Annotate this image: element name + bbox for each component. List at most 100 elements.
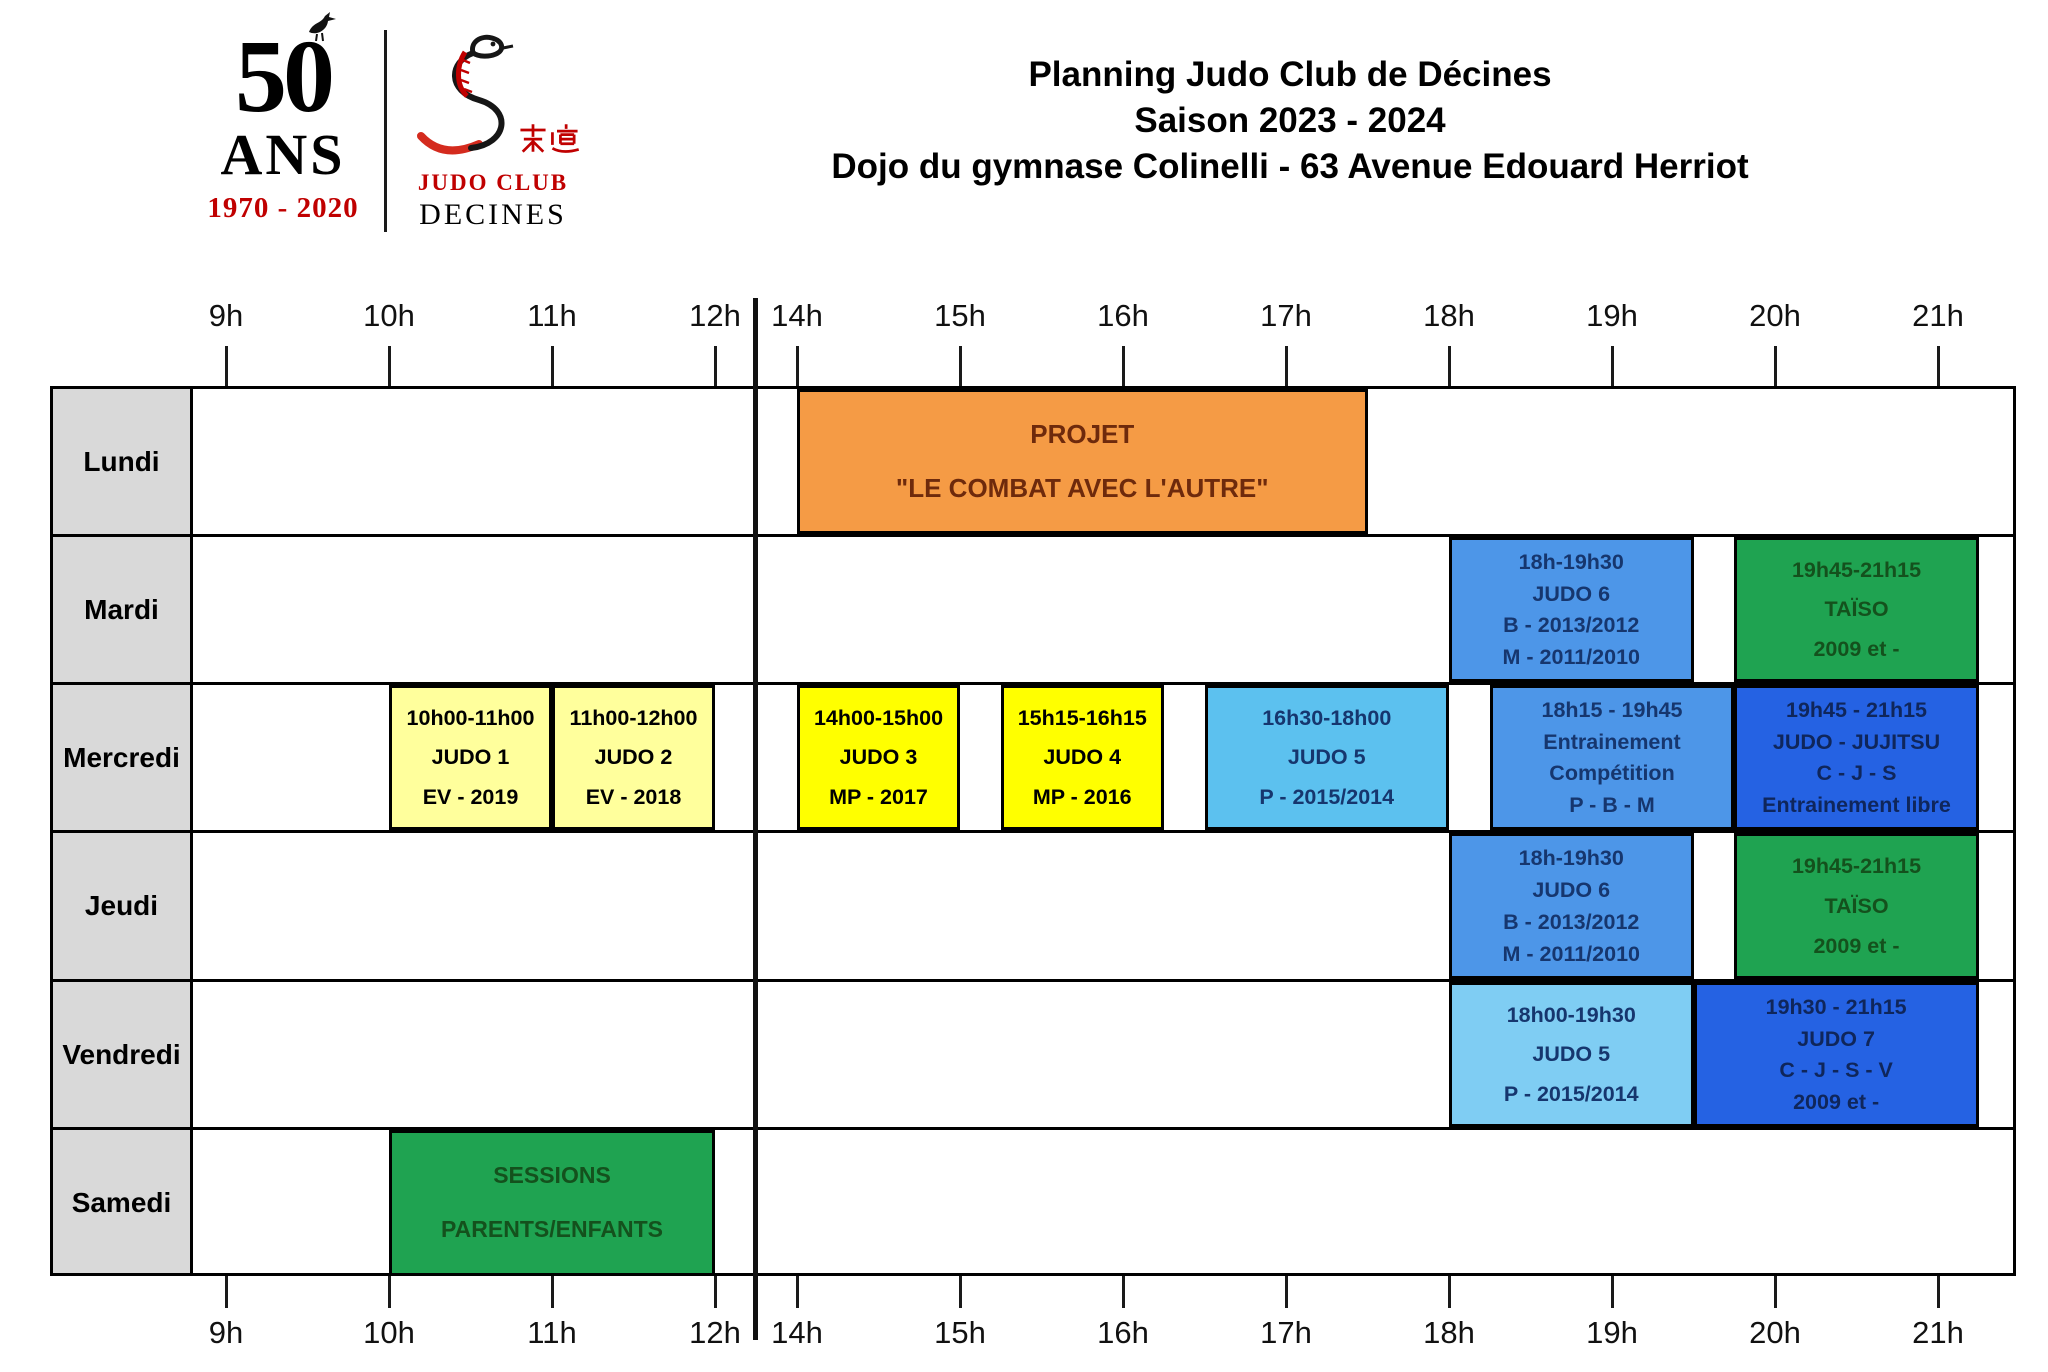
day-label: Samedi	[71, 1187, 172, 1218]
club-name-line1: JUDO CLUB	[417, 170, 569, 195]
event-text-line: 19h45-21h15	[1791, 557, 1922, 582]
event-text-line: 18h15 - 19h45	[1541, 697, 1683, 722]
hour-tick-top	[1774, 346, 1777, 386]
title-line-1: Planning Judo Club de Décines	[1028, 55, 1552, 94]
event-text-line: C - J - S	[1816, 761, 1897, 786]
anniversary-label: ANS	[220, 121, 346, 187]
event-text-line: 14h00-15h00	[813, 705, 944, 730]
lunch-break-divider	[753, 298, 758, 1340]
hour-label-bottom: 16h	[1097, 1315, 1149, 1350]
event-text-line: JUDO 6	[1532, 581, 1611, 606]
event-text-line: P - 2015/2014	[1503, 1082, 1639, 1107]
event-text-line: 16h30-18h00	[1262, 705, 1392, 730]
hour-tick-bottom	[796, 1276, 799, 1308]
event-text-line: JUDO 5	[1532, 1042, 1611, 1067]
hour-tick-top	[1448, 346, 1451, 386]
day-cell-samedi: Samedi	[53, 1130, 190, 1276]
day-label: Jeudi	[84, 890, 159, 921]
day-label: Lundi	[83, 445, 160, 477]
hour-tick-top	[959, 346, 962, 386]
hour-label-top: 17h	[1260, 298, 1312, 333]
event-text-line: 18h00-19h30	[1506, 1002, 1636, 1027]
cobra-icon	[417, 34, 514, 155]
event-text-line: JUDO 3	[839, 745, 918, 770]
hour-tick-bottom	[1448, 1276, 1451, 1308]
event-text-line: SESSIONS	[493, 1162, 611, 1189]
hour-label-top: 14h	[771, 298, 823, 333]
event-text-line: "LE COMBAT AVEC L'AUTRE"	[895, 473, 1269, 504]
hour-label-bottom: 19h	[1586, 1315, 1638, 1350]
hour-label-bottom: 12h	[689, 1315, 741, 1350]
event-text-line: JUDO 2	[594, 745, 673, 770]
hour-label-bottom: 15h	[934, 1315, 986, 1350]
event-text-line: M - 2011/2010	[1502, 941, 1640, 966]
row-border	[50, 830, 2016, 833]
hour-tick-bottom	[551, 1276, 554, 1308]
hour-label-bottom: 20h	[1749, 1315, 1801, 1350]
day-cell-mardi: Mardi	[53, 537, 190, 682]
event-text-line: 15h15-16h15	[1017, 705, 1147, 730]
hour-label-bottom: 9h	[208, 1315, 244, 1350]
hour-tick-top	[1937, 346, 1940, 386]
event-text-line: B - 2013/2012	[1503, 613, 1640, 638]
hour-label-top: 9h	[208, 298, 244, 333]
event-text-line: JUDO 4	[1043, 745, 1122, 770]
event-text-line: JUDO - JUJITSU	[1772, 729, 1941, 754]
event-text-line: PARENTS/ENFANTS	[441, 1216, 663, 1243]
day-cell-mercredi: Mercredi	[53, 685, 190, 830]
hour-label-top: 12h	[689, 298, 741, 333]
hour-label-top: 10h	[363, 298, 415, 333]
event-text-line: P - B - M	[1569, 793, 1655, 818]
day-cell-lundi: Lundi	[53, 389, 190, 534]
day-cell-vendredi: Vendredi	[53, 982, 190, 1127]
row-border	[50, 1127, 2016, 1130]
row-border	[50, 682, 2016, 685]
event-text-line: TAÏSO	[1824, 893, 1889, 918]
event-text-line: 2009 et -	[1813, 637, 1900, 662]
event-text-line: MP - 2016	[1032, 785, 1132, 810]
event-text-line: 19h30 - 21h15	[1765, 994, 1907, 1019]
event-text-line: Entrainement	[1543, 729, 1681, 754]
event-text-line: C - J - S - V	[1779, 1058, 1893, 1083]
hour-tick-top	[551, 346, 554, 386]
event-text-line: MP - 2017	[829, 785, 928, 810]
event-text-line: Entrainement libre	[1762, 793, 1951, 818]
bird-icon	[309, 12, 336, 42]
hour-tick-bottom	[1937, 1276, 1940, 1308]
day-cell-jeudi: Jeudi	[53, 833, 190, 979]
hour-label-bottom: 17h	[1260, 1315, 1312, 1350]
hour-tick-bottom	[388, 1276, 391, 1308]
club-emblem: JUDO CLUB DECINES	[403, 30, 583, 232]
title-line-2: Saison 2023 - 2024	[1134, 101, 1446, 141]
hour-tick-bottom	[959, 1276, 962, 1308]
hour-tick-top	[796, 346, 799, 386]
hour-tick-bottom	[1774, 1276, 1777, 1308]
hour-tick-bottom	[1122, 1276, 1125, 1308]
hour-tick-top	[714, 346, 717, 386]
event-text-line: 10h00-11h00	[406, 705, 535, 730]
schedule-event: SESSIONS PARENTS/ENFANTS	[389, 1130, 715, 1276]
hour-tick-top	[388, 346, 391, 386]
club-name-line2: DECINES	[419, 198, 567, 231]
day-column-border	[190, 386, 193, 1276]
hour-label-bottom: 18h	[1423, 1315, 1475, 1350]
hour-tick-bottom	[714, 1276, 717, 1308]
event-text-line: 18h-19h30	[1518, 845, 1624, 870]
hour-label-top: 15h	[934, 298, 986, 333]
page-title: Planning Judo Club de Décines Saison 202…	[620, 52, 1960, 191]
club-logo: 50 ANS 1970 - 2020	[198, 12, 583, 232]
event-text-line: TAÏSO	[1824, 597, 1889, 622]
hour-label-top: 19h	[1586, 298, 1638, 333]
